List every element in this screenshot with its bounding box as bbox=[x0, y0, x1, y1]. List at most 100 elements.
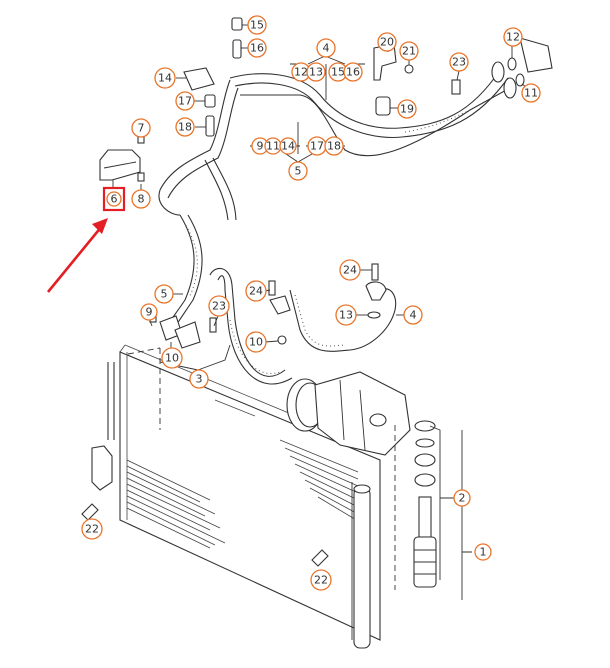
fitting-4-top bbox=[365, 281, 387, 301]
callout-9-left: 9 bbox=[140, 303, 158, 321]
callout-23-top: 23 bbox=[449, 52, 469, 72]
callout-19: 19 bbox=[397, 99, 417, 119]
callout-6: 6 bbox=[102, 186, 126, 212]
callout-2: 2 bbox=[453, 489, 471, 507]
arrowhead-icon bbox=[92, 218, 108, 234]
callout-label: 14 bbox=[158, 72, 172, 85]
callout-label: 22 bbox=[314, 574, 328, 587]
callout-10-left: 10 bbox=[161, 347, 183, 369]
screw-8 bbox=[137, 172, 145, 182]
bolt-24-right bbox=[371, 263, 379, 281]
callout-15: 15 bbox=[247, 15, 267, 35]
callouts: 15 16 14 17 18 4 12 13 15 16 20 21 19 23… bbox=[81, 15, 541, 591]
fittings bbox=[81, 17, 553, 567]
callout-label: 22 bbox=[85, 523, 99, 536]
callout-23-mid: 23 bbox=[208, 295, 230, 317]
clip-19 bbox=[375, 96, 391, 116]
callout-5-left: 5 bbox=[154, 284, 174, 304]
condenser bbox=[91, 344, 386, 649]
callout-label: 2 bbox=[459, 492, 466, 505]
callout-22-mid: 22 bbox=[310, 569, 332, 591]
callout-label: 7 bbox=[138, 122, 145, 135]
pressure-sensor-14 bbox=[183, 67, 215, 91]
callout-20: 20 bbox=[377, 32, 397, 52]
callout-label: 12 bbox=[294, 66, 308, 79]
callout-label: 19 bbox=[400, 103, 414, 116]
callout-label: 13 bbox=[339, 309, 353, 322]
flange-plate bbox=[519, 37, 553, 73]
callout-label: 8 bbox=[138, 193, 145, 206]
o-ring-13 bbox=[367, 311, 381, 319]
o-ring-10-mid bbox=[277, 335, 287, 345]
callout-13-group-4: 13 bbox=[306, 62, 326, 82]
callout-label: 23 bbox=[452, 56, 466, 69]
callout-label: 24 bbox=[249, 285, 263, 298]
callout-label: 10 bbox=[165, 352, 179, 365]
callout-label: 11 bbox=[524, 87, 538, 100]
valve-18 bbox=[205, 115, 215, 137]
nut-21 bbox=[404, 64, 414, 74]
bolt-23-mid bbox=[209, 317, 217, 333]
callout-3: 3 bbox=[189, 369, 209, 389]
screw-22-mid bbox=[311, 549, 329, 567]
callout-17-group-5: 17 bbox=[307, 136, 327, 156]
callout-label: 21 bbox=[402, 45, 416, 58]
callout-13-right: 13 bbox=[335, 304, 357, 326]
callout-1: 1 bbox=[474, 543, 492, 561]
callout-17: 17 bbox=[175, 91, 195, 111]
callout-24-mid: 24 bbox=[245, 280, 267, 302]
callout-label: 9 bbox=[257, 140, 264, 153]
callout-label: 13 bbox=[309, 66, 323, 79]
bolt-23 bbox=[451, 79, 461, 95]
callout-8: 8 bbox=[131, 189, 151, 209]
callout-label: 4 bbox=[323, 42, 330, 55]
hoses bbox=[158, 69, 511, 385]
callout-10-mid: 10 bbox=[245, 331, 267, 353]
cap-15 bbox=[231, 17, 243, 31]
callout-18-group-5: 18 bbox=[324, 136, 344, 156]
callout-4-top: 4 bbox=[316, 38, 336, 58]
callout-label: 15 bbox=[250, 19, 264, 32]
condenser-fins-left bbox=[126, 459, 226, 549]
callout-11-right: 11 bbox=[521, 83, 541, 103]
condenser-fins-right bbox=[279, 439, 359, 522]
callout-label: 12 bbox=[506, 31, 520, 44]
callout-5-top: 5 bbox=[288, 161, 308, 181]
part-6-bracket bbox=[99, 149, 141, 188]
callout-label: 16 bbox=[346, 66, 360, 79]
callout-label: 11 bbox=[266, 140, 280, 153]
callout-14-group-5: 14 bbox=[279, 137, 297, 155]
callout-label: 3 bbox=[196, 373, 203, 386]
highlight-box bbox=[102, 186, 126, 212]
callout-label: 10 bbox=[249, 336, 263, 349]
callout-label: 5 bbox=[161, 288, 168, 301]
callout-24-right: 24 bbox=[339, 259, 361, 281]
callout-label: 18 bbox=[178, 121, 192, 134]
red-arrow-annotation bbox=[46, 218, 108, 293]
bolt-24-mid bbox=[268, 280, 276, 296]
callout-label: 16 bbox=[250, 42, 264, 55]
o-ring-12 bbox=[507, 57, 517, 71]
callout-22-left: 22 bbox=[81, 518, 103, 540]
compressor bbox=[286, 371, 411, 456]
callout-12-group-4: 12 bbox=[291, 62, 311, 82]
callout-14: 14 bbox=[154, 67, 176, 89]
callout-label: 24 bbox=[343, 264, 357, 277]
callout-label: 6 bbox=[111, 193, 118, 206]
callout-label: 9 bbox=[146, 306, 153, 319]
callout-label: 20 bbox=[380, 36, 394, 49]
dryer-cartridge bbox=[394, 420, 437, 590]
callout-label: 4 bbox=[410, 309, 417, 322]
callout-21: 21 bbox=[399, 41, 419, 61]
screw-22-left bbox=[81, 503, 99, 521]
callout-label: 18 bbox=[327, 140, 341, 153]
callout-12-right: 12 bbox=[503, 27, 523, 47]
callout-label: 23 bbox=[212, 300, 226, 313]
callout-4-right: 4 bbox=[403, 305, 423, 325]
callout-18: 18 bbox=[175, 117, 195, 137]
callout-label: 15 bbox=[331, 66, 345, 79]
callout-label: 17 bbox=[310, 140, 324, 153]
callout-label: 1 bbox=[480, 546, 487, 559]
callout-label: 17 bbox=[178, 95, 192, 108]
